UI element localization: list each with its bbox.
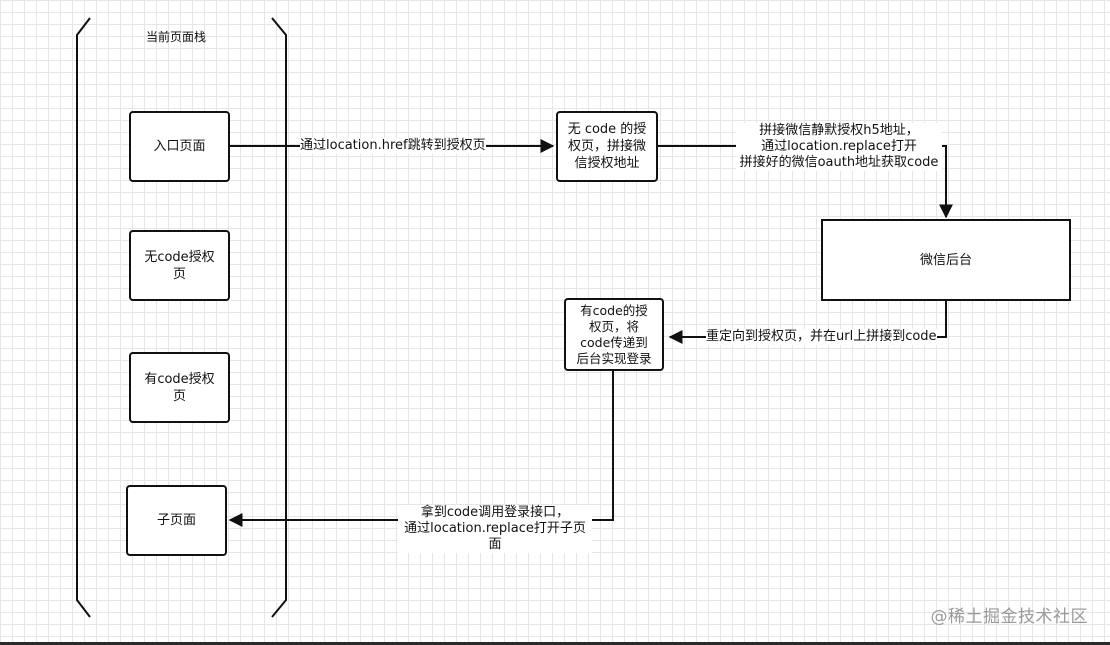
edge-label-to-auth: 通过location.href跳转到授权页 [300,138,486,154]
node-auth-no-code-flow[interactable]: 无 code 的授 权页，拼接微 信授权地址 [556,111,658,182]
edge-label-to-wechat: 拼接微信静默授权h5地址， 通过location.replace打开 拼接好的微… [736,123,942,171]
node-child-page-label: 子页面 [156,513,196,528]
node-child-page[interactable]: 子页面 [126,485,227,556]
node-auth-no-code-flow-label: 无 code 的授 权页，拼接微 信授权地址 [567,122,647,171]
watermark: @稀土掘金技术社区 [930,607,1088,627]
stack-right-bracket [271,17,287,618]
edge-label-redirect-back: 重定向到授权页，并在url上拼接到code [706,329,937,345]
edge-auth-code-to-child [228,371,614,527]
node-auth-page-no-code-label: 无code授权 页 [144,249,215,282]
node-auth-with-code-flow[interactable]: 有code的授 权页，将 code传递到 后台实现登录 [564,298,664,371]
node-auth-page-with-code[interactable]: 有code授权 页 [129,352,230,423]
bottom-border [0,642,1110,645]
node-entry-page[interactable]: 入口页面 [129,111,230,182]
stack-left-bracket [76,17,91,618]
edge-label-to-child: 拿到code调用登录接口， 通过location.replace打开子页面 [398,505,592,553]
node-auth-page-no-code[interactable]: 无code授权 页 [129,230,230,301]
node-wechat-backend-label: 微信后台 [919,252,972,268]
node-entry-page-label: 入口页面 [153,139,206,154]
node-wechat-backend[interactable]: 微信后台 [821,219,1071,301]
node-auth-page-with-code-label: 有code授权 页 [144,371,215,404]
stack-title: 当前页面栈 [146,30,207,44]
node-auth-with-code-flow-label: 有code的授 权页，将 code传递到 后台实现登录 [576,302,652,366]
